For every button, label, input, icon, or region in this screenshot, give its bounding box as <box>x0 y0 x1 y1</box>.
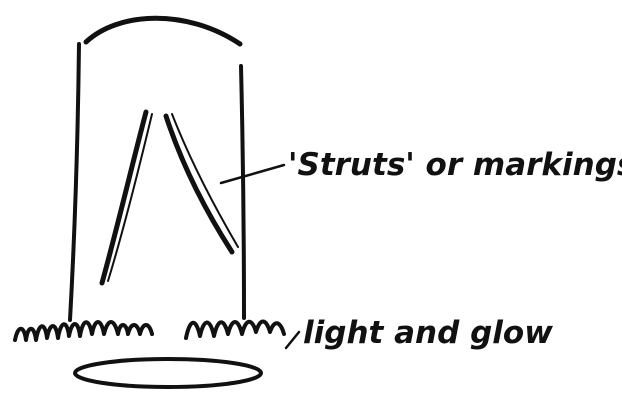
glow-squiggle-right <box>186 322 284 339</box>
light-glow-label: light and glow <box>303 315 553 351</box>
right-strut <box>166 114 238 252</box>
struts-label: 'Struts' or markings <box>288 147 622 183</box>
object-dome-outline <box>86 18 240 44</box>
struts-pointer-line <box>221 165 284 183</box>
light-pointer-line <box>286 332 299 348</box>
object-left-wall <box>70 44 79 320</box>
left-strut <box>102 112 152 283</box>
glow-squiggle-left <box>15 322 152 340</box>
glow-ellipse <box>75 359 261 387</box>
object-right-wall <box>241 66 244 318</box>
